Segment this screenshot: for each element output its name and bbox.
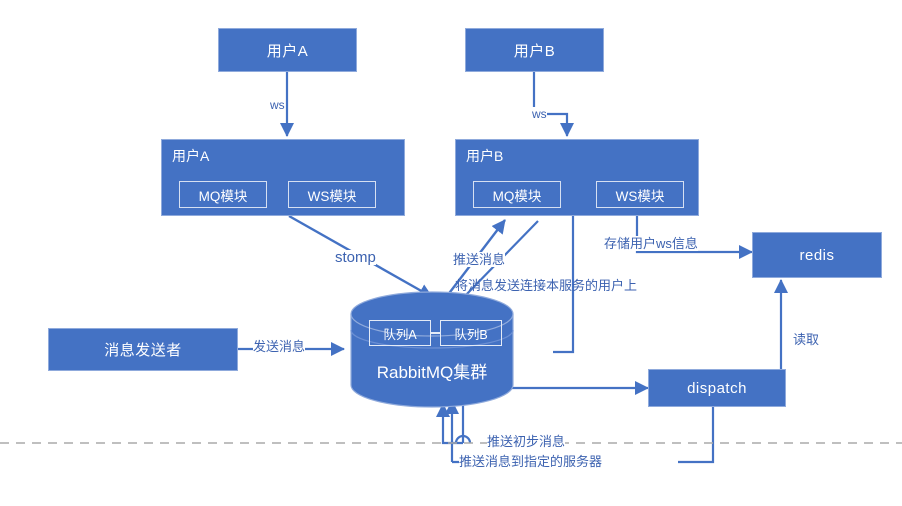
- queue-a-box[interactable]: 队列A: [369, 320, 431, 346]
- edge-store-ws-info: [635, 216, 753, 259]
- user-a-client-box[interactable]: 用户A: [218, 28, 357, 72]
- server-b-ws-module[interactable]: WS模块: [596, 181, 684, 208]
- queue-b-label: 队列B: [454, 327, 488, 342]
- edge-ws-b: [532, 72, 574, 137]
- edge-label-store-ws-info: 存储用户ws信息: [604, 236, 698, 251]
- edge-label-push-initial-message: 推送初步消息: [487, 434, 566, 449]
- edge-label-send-to-connected-users: 将消息发送连接本服务的用户上: [455, 278, 638, 293]
- queue-b-box[interactable]: 队列B: [440, 320, 502, 346]
- edge-label-stomp: stomp: [335, 249, 376, 266]
- redis-label: redis: [799, 246, 835, 264]
- edge-label-send-message: 发送消息: [253, 339, 306, 354]
- user-b-client-box[interactable]: 用户B: [465, 28, 604, 72]
- server-b-mq-module[interactable]: MQ模块: [473, 181, 561, 208]
- edge-label-ws-a: ws: [270, 98, 285, 113]
- server-b-container[interactable]: 用户B MQ模块 WS模块: [455, 139, 699, 216]
- server-a-ws-module[interactable]: WS模块: [288, 181, 376, 208]
- redis-box[interactable]: redis: [752, 232, 882, 278]
- queue-a-label: 队列A: [383, 327, 417, 342]
- rabbitmq-cylinder: [350, 291, 514, 408]
- edge-label-ws-b: ws: [532, 107, 547, 122]
- user-b-client-label: 用户B: [513, 42, 556, 60]
- edge-label-push-to-target-server: 推送消息到指定的服务器: [459, 454, 603, 469]
- rabbitmq-cluster-label: RabbitMQ集群: [376, 363, 488, 382]
- server-a-title: 用户A: [172, 148, 210, 164]
- dispatch-label: dispatch: [687, 379, 747, 397]
- edge-label-read: 读取: [793, 332, 820, 347]
- server-b-ws-module-label: WS模块: [615, 188, 665, 204]
- server-b-title: 用户B: [466, 148, 504, 164]
- message-sender-label: 消息发送者: [104, 342, 182, 359]
- edge-label-push-message: 推送消息: [453, 252, 506, 267]
- server-a-container[interactable]: 用户A MQ模块 WS模块: [161, 139, 405, 216]
- dispatch-box[interactable]: dispatch: [648, 369, 786, 407]
- server-a-mq-module-label: MQ模块: [198, 188, 248, 204]
- message-sender-box[interactable]: 消息发送者: [48, 328, 238, 371]
- server-b-mq-module-label: MQ模块: [492, 188, 542, 204]
- server-a-ws-module-label: WS模块: [307, 188, 357, 204]
- server-a-mq-module[interactable]: MQ模块: [179, 181, 267, 208]
- user-a-client-label: 用户A: [266, 42, 309, 60]
